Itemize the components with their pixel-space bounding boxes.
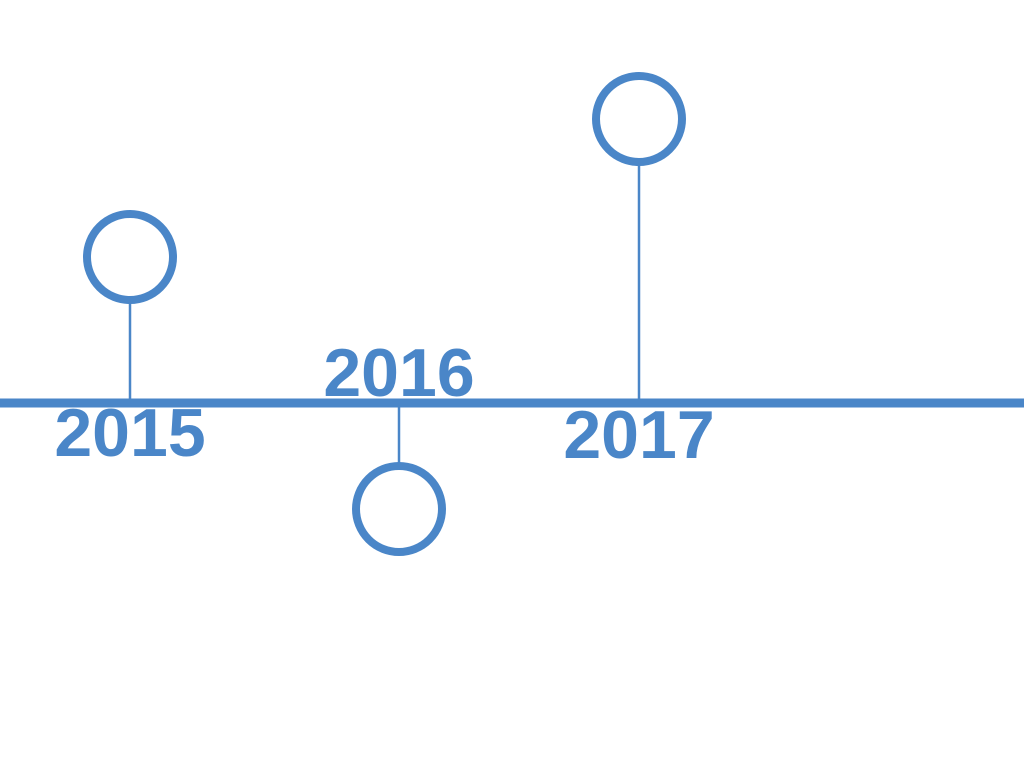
event-marker-circle-icon: [592, 72, 686, 166]
event-year-label: 2016: [323, 335, 474, 411]
event-year-label: 2017: [563, 397, 714, 473]
timeline-event-2015: 2015: [54, 210, 206, 471]
timeline-event-2016: 2016: [323, 335, 475, 556]
event-year-label: 2015: [54, 395, 205, 471]
event-marker-circle-icon: [83, 210, 177, 304]
timeline-event-2017: 2017: [563, 72, 715, 473]
event-marker-circle-icon: [352, 462, 446, 556]
